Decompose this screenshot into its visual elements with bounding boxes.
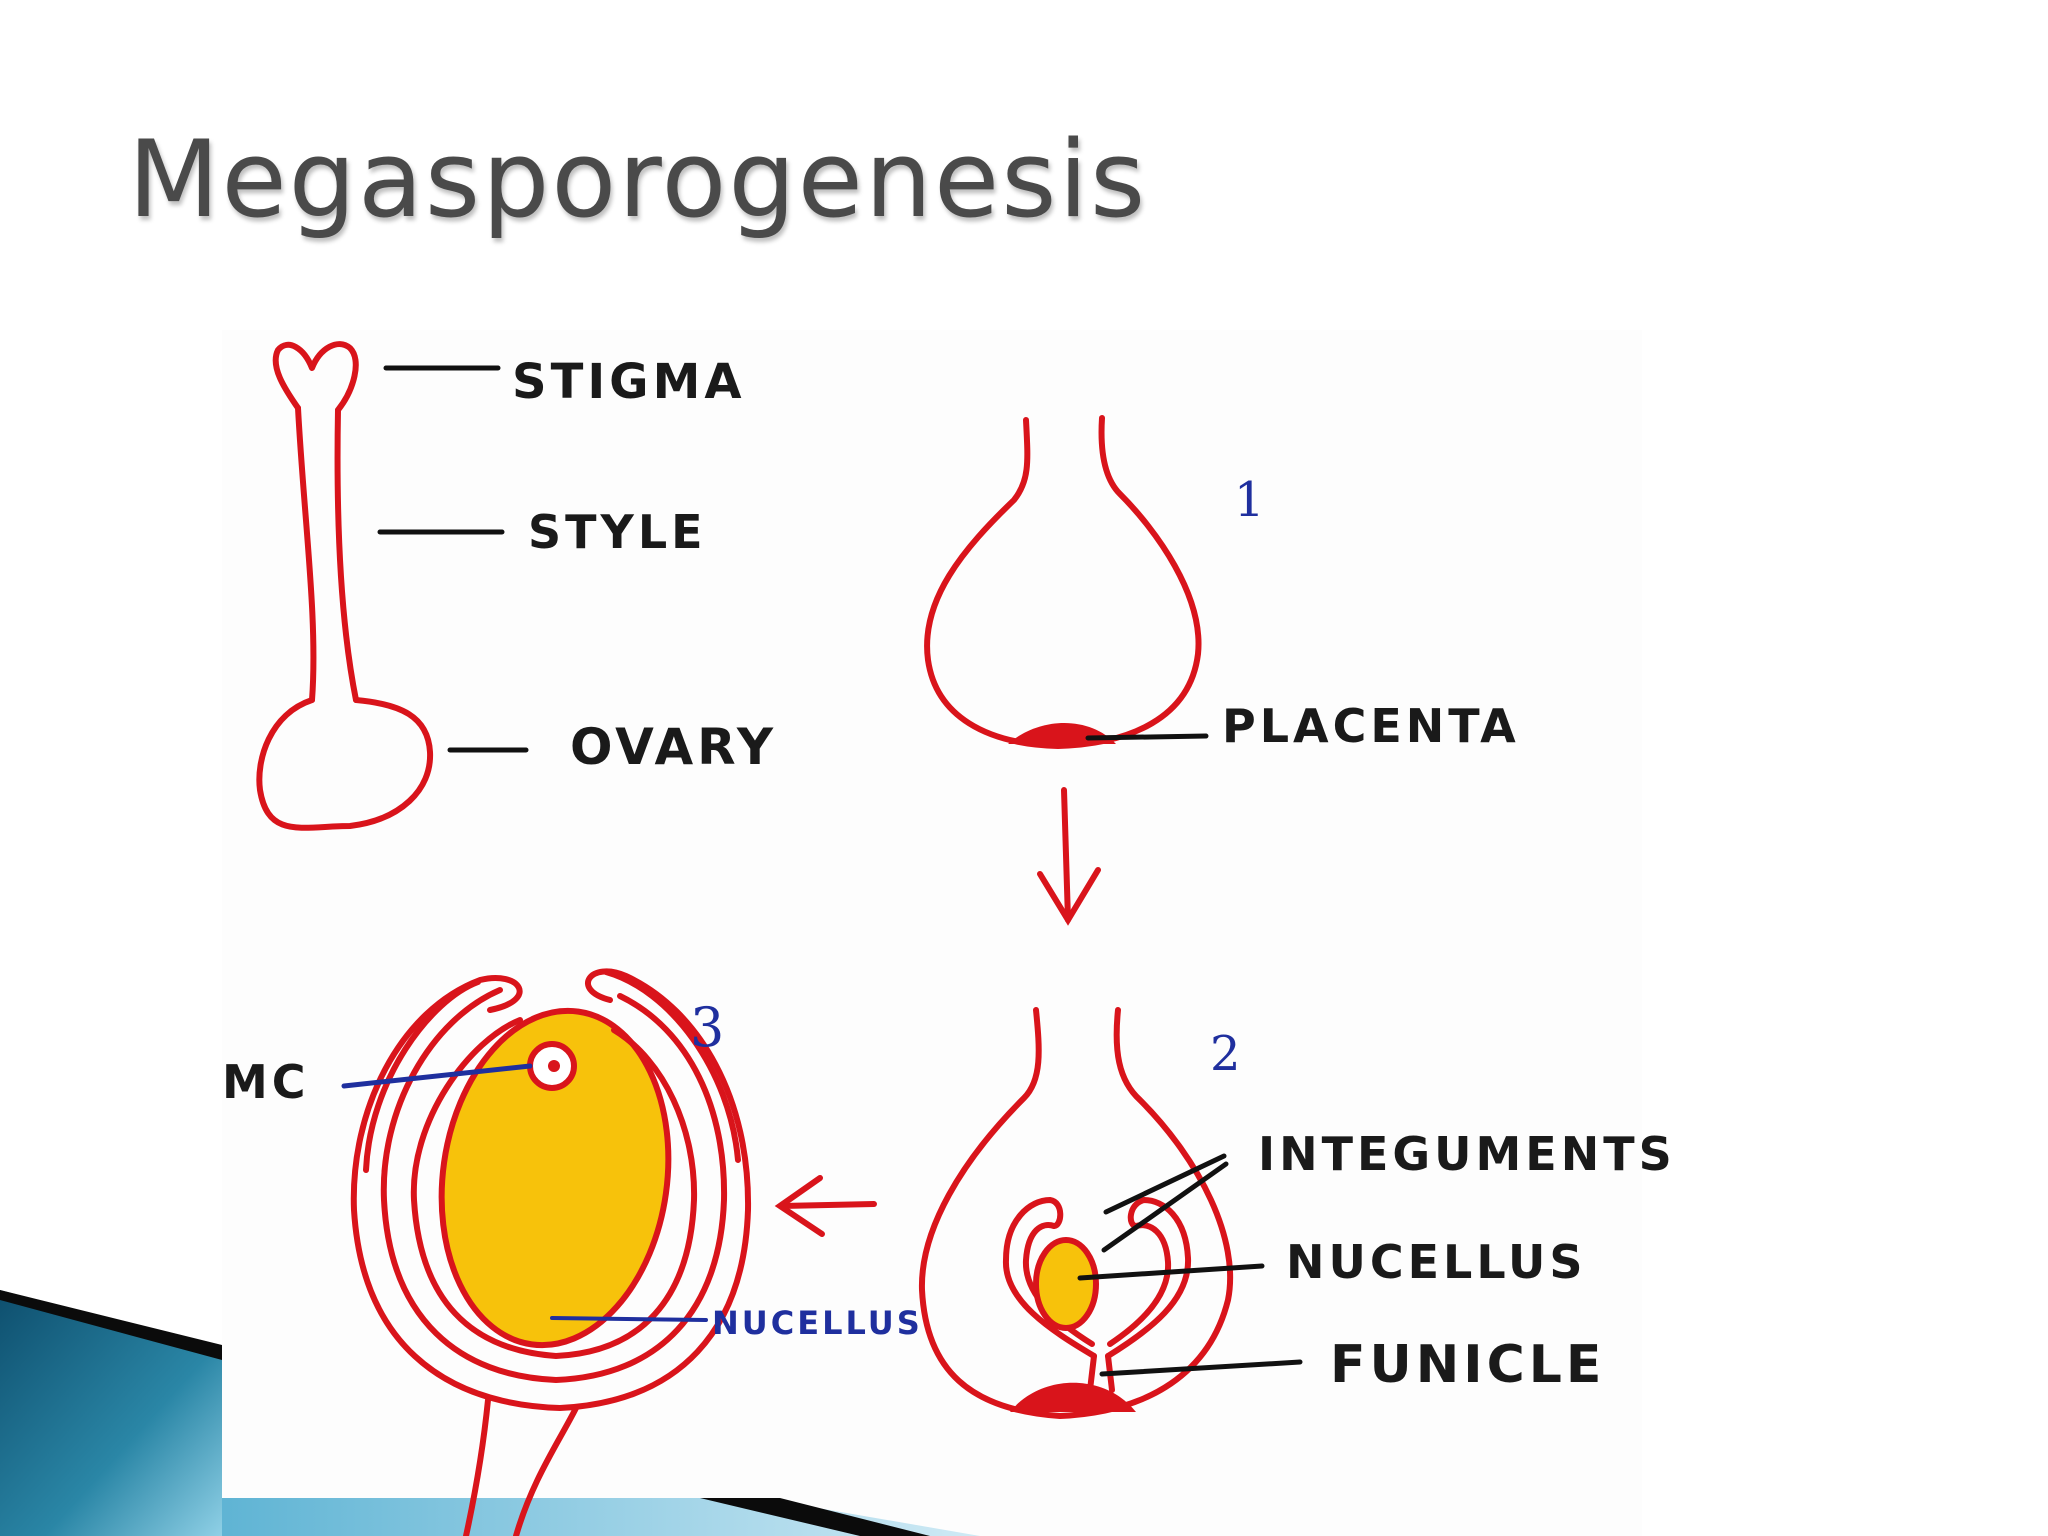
stage3-integuments	[350, 968, 752, 1536]
pistil-drawing	[256, 341, 434, 831]
stage1-ovary	[924, 415, 1202, 750]
mmc-nucleus	[548, 1060, 560, 1072]
ovary-label: OVARY	[570, 718, 777, 776]
integuments-label: INTEGUMENTS	[1258, 1127, 1676, 1181]
stage3-nucellus	[438, 1007, 672, 1349]
style-label: STYLE	[528, 505, 707, 559]
stage-number-2: 2	[1210, 1026, 1241, 1082]
arrow-left	[774, 1175, 877, 1237]
placenta-leader	[1085, 733, 1209, 741]
stage-number-3: 3	[690, 996, 724, 1059]
funicle-label: FUNICLE	[1330, 1335, 1605, 1395]
stage2-placenta	[1010, 1382, 1136, 1412]
mmc-label: MC	[222, 1055, 310, 1109]
stigma-label: STIGMA	[512, 354, 745, 410]
nucellus-label-stage2: NUCELLUS	[1286, 1235, 1587, 1289]
pistil-leaders	[377, 365, 529, 753]
arrow-down	[1037, 787, 1101, 926]
stage2-leaders	[1077, 1153, 1303, 1377]
nucellus-leader-stage3	[550, 1316, 708, 1322]
placenta-shape	[1008, 723, 1116, 744]
mmc-leader	[341, 1063, 533, 1089]
slide-title: Megasporogenesis	[128, 118, 1148, 241]
stage-number-1: 1	[1234, 472, 1265, 528]
corner-decoration	[0, 1290, 980, 1536]
stage2-ovary	[918, 1007, 1234, 1420]
nucellus-label-stage3: NUCELLUS	[712, 1304, 923, 1342]
stage2-nucellus	[1033, 1237, 1099, 1331]
placenta-label: PLACENTA	[1222, 699, 1520, 753]
